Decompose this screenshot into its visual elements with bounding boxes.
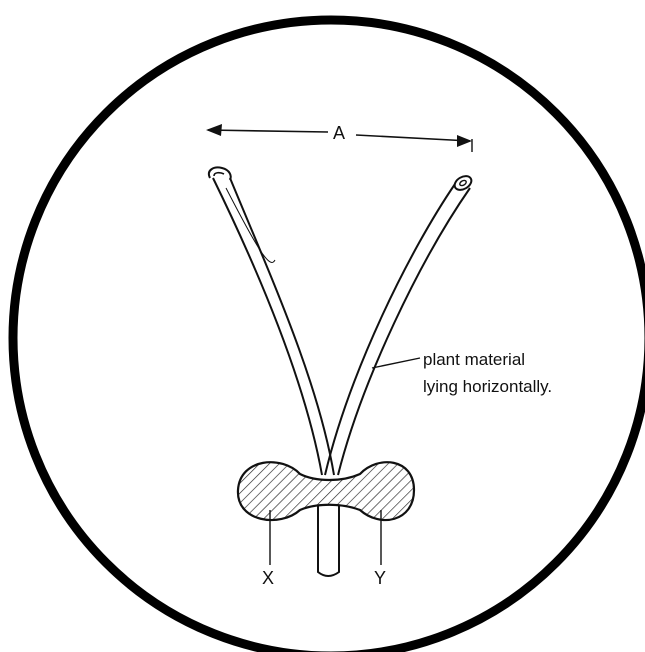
annotation-line-2: lying horizontally. <box>423 377 552 396</box>
label-x: X <box>262 568 274 588</box>
label-y: Y <box>374 568 386 588</box>
annotation-line-1: plant material <box>423 350 525 369</box>
label-a: A <box>333 123 345 143</box>
stem <box>318 505 339 576</box>
